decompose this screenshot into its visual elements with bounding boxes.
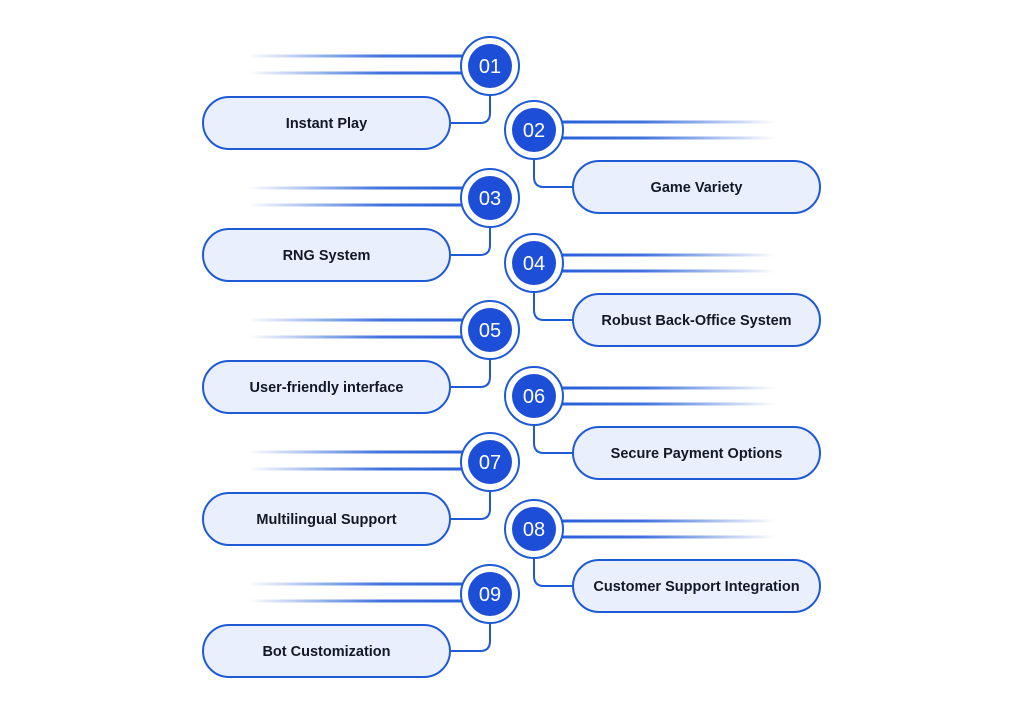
speed-line [248,467,490,471]
speed-line [534,253,776,257]
speed-line [534,519,776,523]
feature-item: Instant Play 01 [202,36,520,150]
connector-line [450,86,491,124]
feature-item: User-friendly interface 05 [202,300,520,414]
speed-line [248,71,490,75]
feature-label: Instant Play [286,116,367,132]
connector-line [533,283,573,321]
feature-pill [202,360,451,414]
feature-item: Game Variety 02 [504,100,821,214]
feature-label: Multilingual Support [256,512,396,528]
feature-label: User-friendly interface [250,380,404,396]
feature-label: Robust Back-Office System [601,313,791,329]
speed-line [534,120,776,124]
connector-line [450,350,491,388]
number-badge [512,507,556,551]
feature-label: RNG System [283,248,371,264]
feature-label: Bot Customization [262,644,390,660]
feature-label: Game Variety [651,180,743,196]
speed-line [534,386,776,390]
speed-line [248,203,490,207]
number-badge [468,176,512,220]
feature-item: RNG System 03 [202,168,520,282]
feature-number: 02 [523,120,545,142]
feature-pill [202,96,451,150]
feature-number: 06 [523,386,545,408]
speed-line [248,582,490,586]
speed-line [248,318,490,322]
feature-number: 07 [479,452,501,474]
number-badge [512,241,556,285]
feature-pill [572,559,821,613]
speed-line [248,335,490,339]
feature-pill [202,492,451,546]
speed-line [534,136,776,140]
feature-number: 01 [479,56,501,78]
speed-line [248,599,490,603]
speed-line [534,535,776,539]
connector-line [450,614,491,652]
speed-line [248,450,490,454]
feature-item: Robust Back-Office System 04 [504,233,821,347]
speed-line [534,402,776,406]
feature-item: Multilingual Support 07 [202,432,520,546]
feature-item: Customer Support Integration 08 [504,499,821,613]
connector-line [533,150,573,188]
connector-line [450,218,491,256]
connector-line [533,416,573,454]
number-badge [512,374,556,418]
feature-pill [572,160,821,214]
feature-item: Bot Customization 09 [202,564,520,678]
number-badge [512,108,556,152]
feature-label: Secure Payment Options [611,446,783,462]
feature-item: Secure Payment Options 06 [504,366,821,480]
number-badge [468,308,512,352]
feature-number: 08 [523,519,545,541]
speed-line [248,54,490,58]
feature-pill [202,228,451,282]
feature-pill [572,293,821,347]
feature-pill [572,426,821,480]
speed-line [248,186,490,190]
connector-line [450,482,491,520]
number-badge [468,44,512,88]
speed-line [534,269,776,273]
number-badge [468,440,512,484]
feature-label: Customer Support Integration [593,579,799,595]
number-badge [468,572,512,616]
feature-number: 09 [479,584,501,606]
feature-number: 04 [523,253,545,275]
feature-number: 03 [479,188,501,210]
feature-pill [202,624,451,678]
connector-line [533,549,573,587]
feature-number: 05 [479,320,501,342]
